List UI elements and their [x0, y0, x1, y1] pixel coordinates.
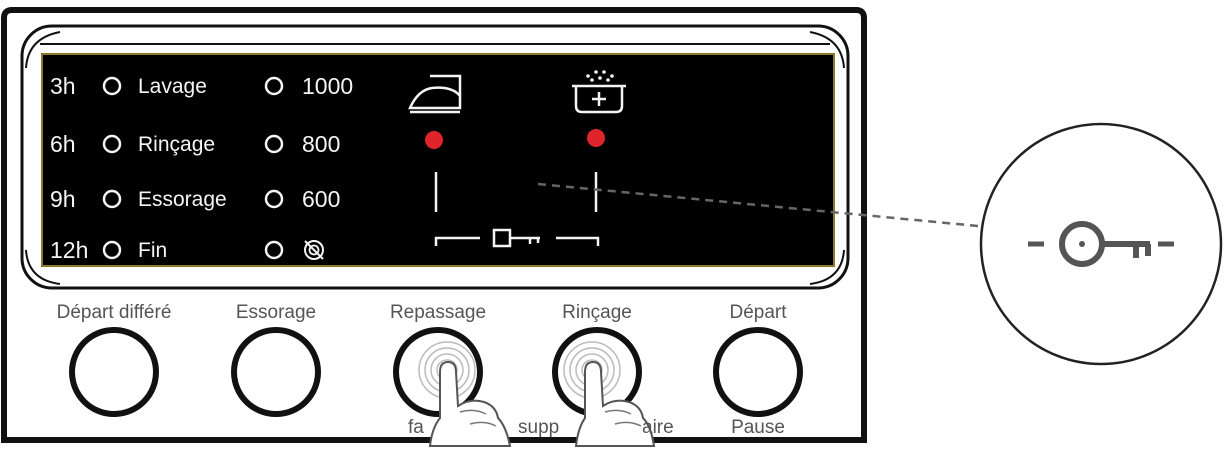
- zoom-circle: [979, 122, 1223, 366]
- button-ring[interactable]: [69, 327, 159, 417]
- spin-speed-label: 1000: [302, 73, 353, 99]
- key-icon: [492, 228, 540, 248]
- button-label: Rinçage: [562, 302, 632, 323]
- display-screen: [41, 53, 835, 267]
- button-ring[interactable]: [713, 327, 803, 417]
- delay-indicator-light: [102, 189, 122, 209]
- button-sublabel-tail: aire: [642, 417, 674, 438]
- phase-label: Lavage: [138, 75, 207, 98]
- key-icon: [1059, 221, 1151, 267]
- panel-button[interactable]: Essorage: [231, 302, 321, 417]
- button-label: Départ: [729, 302, 787, 323]
- iron-led: [425, 131, 443, 149]
- phase-label: Rinçage: [138, 133, 215, 156]
- key-lock-indicator: [434, 228, 600, 248]
- callout-line: [537, 182, 979, 228]
- extra-rinse-icon: [572, 70, 626, 114]
- spin-indicator-light: [264, 76, 284, 96]
- delay-hour-label: 6h: [50, 131, 76, 157]
- button-ring[interactable]: [231, 327, 321, 417]
- button-sublabel: fa: [408, 417, 424, 438]
- extra-rinse-led: [587, 129, 605, 147]
- button-label: Départ différé: [57, 302, 172, 323]
- button-sublabel: Pause: [731, 417, 785, 438]
- spin-indicator-light: [264, 134, 284, 154]
- spin-speed-label: 600: [302, 186, 340, 212]
- phase-label: Fin: [138, 239, 167, 262]
- no-spin-icon: [304, 240, 324, 260]
- button-label: Repassage: [390, 302, 486, 323]
- button-label: Essorage: [236, 302, 316, 323]
- delay-hour-label: 3h: [50, 73, 76, 99]
- delay-hour-label: 12h: [50, 237, 88, 263]
- delay-indicator-light: [102, 76, 122, 96]
- delay-indicator-light: [102, 134, 122, 154]
- delay-indicator-light: [102, 240, 122, 260]
- delay-hour-label: 9h: [50, 186, 76, 212]
- spin-indicator-light: [264, 189, 284, 209]
- finger-press-repassage: [418, 341, 512, 447]
- panel-button[interactable]: Départ différé: [57, 302, 172, 417]
- button-sublabel: supp: [518, 417, 559, 438]
- display-rows: 3h Lavage 1000 6h Rinçage 800 9h Essorage 600 12h…: [50, 73, 353, 263]
- spin-speed-label: 800: [302, 131, 340, 157]
- finger-press-rincage: [563, 341, 656, 447]
- phase-label: Essorage: [138, 188, 227, 211]
- spin-indicator-light: [264, 240, 284, 260]
- iron-icon: [408, 74, 462, 114]
